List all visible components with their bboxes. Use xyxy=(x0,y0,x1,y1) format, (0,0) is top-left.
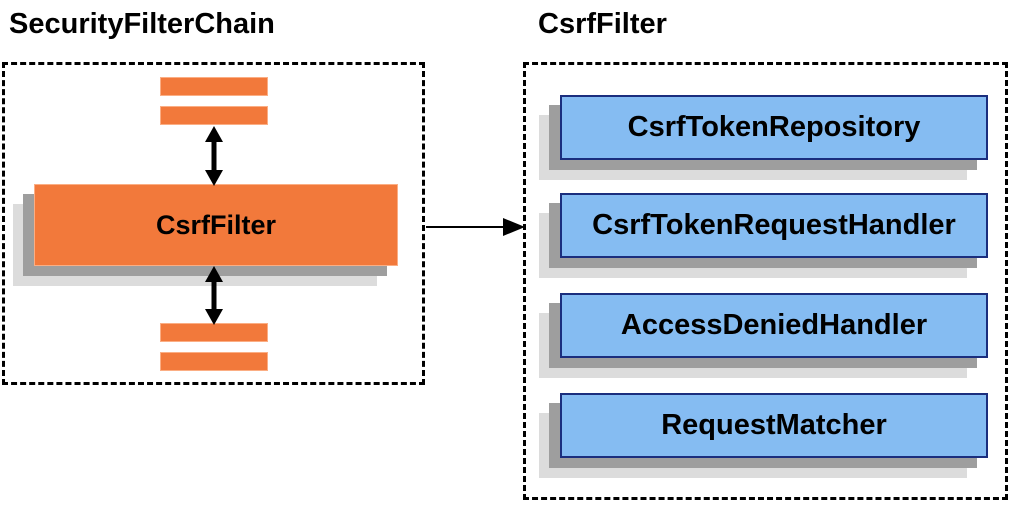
component-label: CsrfTokenRepository xyxy=(627,111,921,143)
filter-placeholder-bar-top-1 xyxy=(160,77,268,96)
csrf-filter-container: CsrfTokenRepository CsrfTokenRequestHand… xyxy=(523,62,1008,500)
component-box-request-matcher: RequestMatcher xyxy=(560,393,988,458)
component-box-access-denied-handler: AccessDeniedHandler xyxy=(560,293,988,358)
security-filter-chain-container: CsrfFilter xyxy=(2,62,425,385)
component-label: CsrfTokenRequestHandler xyxy=(592,209,956,241)
security-filter-chain-title: SecurityFilterChain xyxy=(9,8,275,40)
component-box-csrf-token-repository: CsrfTokenRepository xyxy=(560,95,988,160)
csrf-filter-node: CsrfFilter xyxy=(34,184,398,266)
csrf-filter-title: CsrfFilter xyxy=(538,8,667,40)
filter-placeholder-bar-top-2 xyxy=(160,106,268,125)
csrf-filter-node-label: CsrfFilter xyxy=(155,209,277,240)
component-label: AccessDeniedHandler xyxy=(620,309,928,341)
filter-placeholder-bar-bottom-2 xyxy=(160,352,268,371)
component-label: RequestMatcher xyxy=(661,409,887,441)
component-box-csrf-token-request-handler: CsrfTokenRequestHandler xyxy=(560,193,988,258)
filter-placeholder-bar-bottom-1 xyxy=(160,323,268,342)
flow-arrow-icon xyxy=(426,218,525,236)
